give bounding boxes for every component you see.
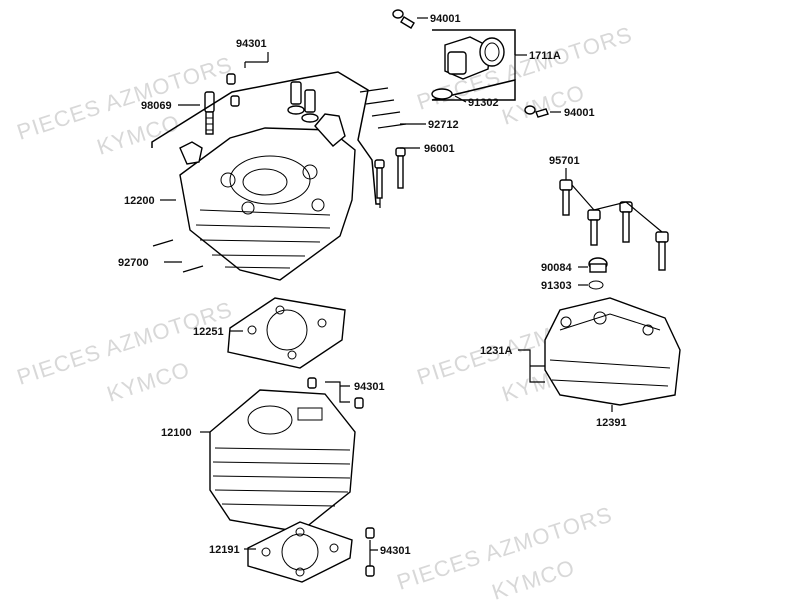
valve-components-92712 xyxy=(287,81,426,129)
part-label-94301: 94301 xyxy=(236,38,267,50)
cover-bolts-95701 xyxy=(559,168,669,271)
o-ring-91303 xyxy=(578,280,604,290)
dowel-pins-94301-middle xyxy=(307,377,364,409)
nut-94001-top xyxy=(392,9,428,29)
part-label-91303: 91303 xyxy=(541,280,572,292)
part-label-95701: 95701 xyxy=(549,155,580,167)
watermark-text: KYMCO xyxy=(94,109,183,159)
dowel-pins-94301-bottom xyxy=(365,527,378,577)
part-label-12100: 12100 xyxy=(161,427,192,439)
cylinder-head-12200 xyxy=(151,71,380,281)
part-label-92700: 92700 xyxy=(118,257,149,269)
part-label-94301: 94301 xyxy=(380,545,411,557)
intake-pipe-1711a xyxy=(431,29,527,101)
head-gasket-12251 xyxy=(227,297,346,369)
part-label-92712: 92712 xyxy=(428,119,459,131)
head-cover-1231a xyxy=(518,297,681,412)
part-label-94301: 94301 xyxy=(354,381,385,393)
cap-90084 xyxy=(578,257,608,273)
part-label-1711a: 1711A xyxy=(529,50,561,62)
watermark-text: KYMCO xyxy=(104,356,193,406)
part-label-12191: 12191 xyxy=(209,544,240,556)
head-bolts-96001 xyxy=(374,147,420,208)
part-label-12391: 12391 xyxy=(596,417,627,429)
part-label-91302: 91302 xyxy=(468,97,499,109)
part-label-98069: 98069 xyxy=(141,100,172,112)
part-label-1231a: 1231A xyxy=(480,345,512,357)
nut-94001-right xyxy=(524,105,561,118)
part-label-90084: 90084 xyxy=(541,262,572,274)
cylinder-12100 xyxy=(200,389,356,533)
spark-plug-98069 xyxy=(178,91,215,135)
part-label-94001: 94001 xyxy=(564,107,595,119)
part-label-96001: 96001 xyxy=(424,143,455,155)
watermark-text: KYMCO xyxy=(499,79,588,129)
part-label-12251: 12251 xyxy=(193,326,224,338)
dowel-pins-94301-top xyxy=(226,61,268,107)
base-gasket-12191 xyxy=(244,521,353,583)
part-label-94001: 94001 xyxy=(430,13,461,25)
dowel-pins-92700 xyxy=(152,239,204,273)
part-label-12200: 12200 xyxy=(124,195,155,207)
